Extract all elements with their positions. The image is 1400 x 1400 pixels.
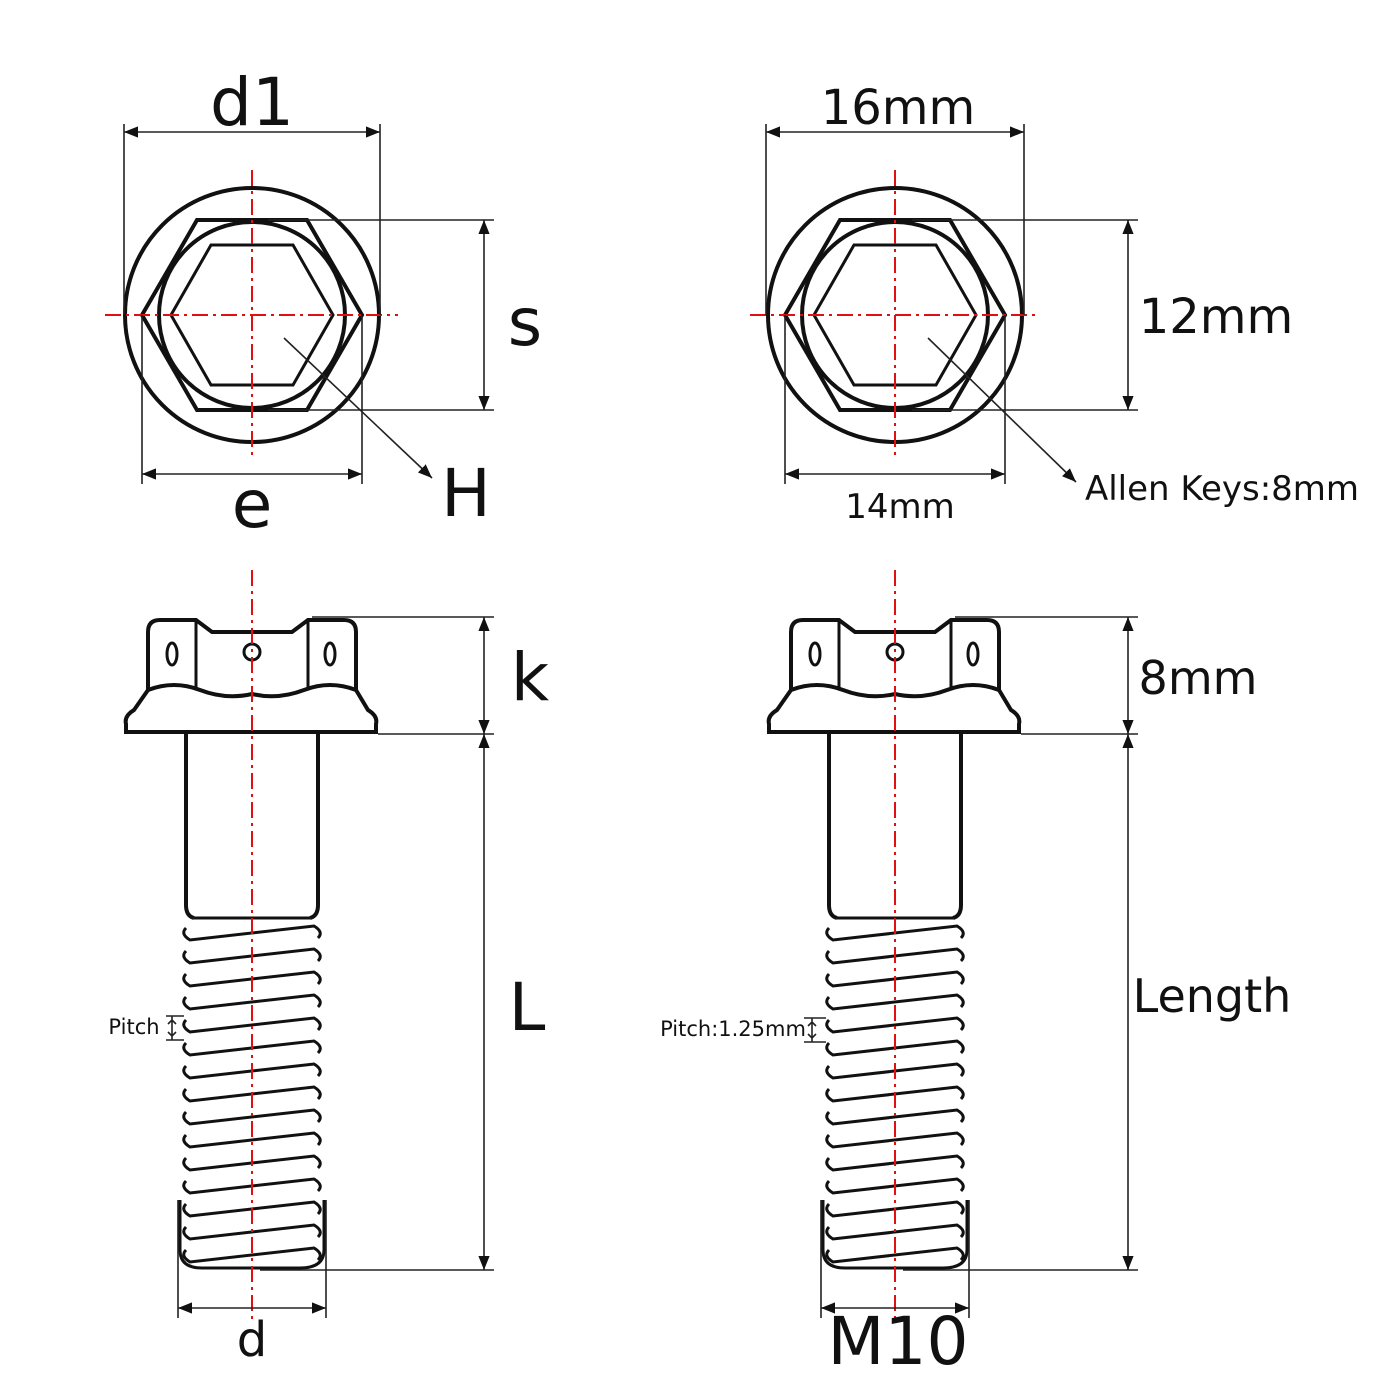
socket-leader-line [927, 337, 1077, 483]
pitch-marker [166, 1015, 184, 1041]
hex-head-profile [146, 618, 358, 699]
length-label: L [509, 969, 546, 1046]
head-hole [808, 641, 822, 667]
across-flats-value: 12mm [1139, 289, 1294, 345]
across-corners-value: 14mm [845, 487, 955, 527]
flange-diameter-label: d1 [210, 64, 294, 141]
thread-diameter-value: M10 [828, 1303, 969, 1380]
flange-profile [123, 688, 379, 734]
flange-profile [766, 688, 1022, 734]
head-hole [165, 641, 179, 667]
head-hole [323, 641, 337, 667]
length-value: Length [1133, 969, 1292, 1023]
head-height-label: k [511, 639, 550, 716]
side-view-generic [123, 570, 494, 1320]
head-hole [966, 641, 980, 667]
pitch-label: Pitch [108, 1015, 159, 1039]
head-height-value: 8mm [1139, 651, 1258, 705]
socket-leader-line [283, 337, 433, 479]
across-flats-label: s [508, 284, 542, 361]
across-corners-label: e [232, 466, 273, 543]
side-view-spec [766, 570, 1138, 1320]
shank-profile [827, 734, 963, 920]
pitch-marker [804, 1017, 826, 1043]
pitch-value: Pitch:1.25mm [660, 1017, 806, 1041]
head-view-spec [750, 124, 1138, 484]
thread-diameter-label: d [237, 1312, 267, 1368]
flange-diameter-value: 16mm [821, 80, 976, 136]
head-view-generic [105, 124, 494, 484]
socket-label: H [441, 455, 491, 532]
shank-profile [184, 734, 320, 920]
allen-key-value: Allen Keys:8mm [1085, 469, 1359, 509]
hex-head-profile [789, 618, 1001, 699]
